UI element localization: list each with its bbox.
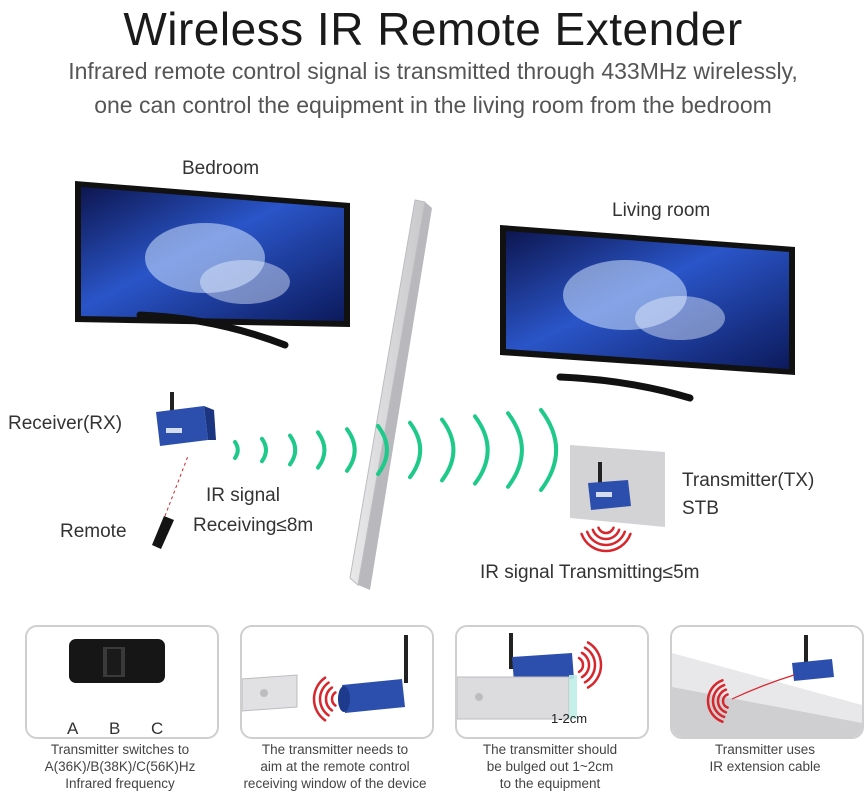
receiver-device [156, 392, 216, 446]
caption-line: Transmitter switches to [50, 742, 190, 757]
signal-arc [345, 427, 357, 473]
caption-line: The transmitter needs to [261, 742, 409, 757]
panel-bulge-distance: 1-2cm [455, 625, 649, 739]
ir-arc [577, 656, 585, 674]
caption-line: to the equipment [499, 776, 601, 791]
caption-aim-transmitter: The transmitter needs to aim at the remo… [229, 741, 441, 792]
ir-arc [324, 686, 334, 712]
ir-arc [586, 641, 603, 689]
bedroom-label: Bedroom [182, 158, 260, 179]
receiving-range-label: Receiving≤8m [193, 515, 314, 536]
caption-bulge-distance: The transmitter should be bulged out 1~2… [444, 741, 656, 792]
stb-label: STB [682, 498, 719, 519]
caption-line: aim at the remote control [260, 759, 410, 774]
signal-arc [506, 411, 524, 489]
living-room-label: Living room [612, 200, 711, 221]
caption-line: Transmitter uses [714, 742, 816, 757]
receiver-label: Receiver(RX) [8, 413, 123, 434]
ir-arc [580, 532, 632, 553]
wireless-signal-arcs [233, 408, 559, 492]
extension-cable-illustration [672, 635, 862, 737]
signal-arc [233, 440, 240, 460]
remote-label: Remote [60, 521, 127, 542]
ir-arc [583, 646, 597, 684]
aim-illustration [242, 635, 408, 722]
caption-frequency-switch: Transmitter switches to A(36K)/B(38K)/C(… [14, 741, 226, 792]
switch-label-c: C [151, 719, 164, 738]
frequency-switch-illustration [69, 639, 165, 683]
ir-arc [312, 676, 327, 722]
ir-arc [591, 528, 621, 541]
bedroom-tv [75, 181, 350, 349]
signal-arc [260, 436, 268, 464]
panel-extension-cable [670, 625, 864, 739]
transmitter-device [570, 445, 665, 527]
living-room-tv [500, 225, 795, 402]
signal-arc [408, 420, 423, 480]
ir-arc [330, 691, 337, 707]
ir-arc [721, 693, 729, 709]
caption-line: be bulged out 1~2cm [486, 759, 614, 774]
panel-frequency-switch: A B C [25, 625, 219, 739]
ir-arc [318, 681, 330, 717]
switch-label-a: A [67, 719, 79, 738]
signal-arc [316, 430, 327, 470]
switch-label-b: B [109, 719, 121, 738]
caption-line: receiving window of the device [243, 776, 427, 791]
remote-control [152, 455, 189, 549]
caption-line: IR extension cable [709, 759, 821, 774]
ir-arc [585, 530, 627, 547]
panel-aim-transmitter [240, 625, 434, 739]
ir-arc [711, 683, 726, 719]
distance-label: 1-2cm [551, 711, 588, 726]
ir-signal-label: IR signal [206, 485, 280, 506]
subtitle-line-2: one can control the equipment in the liv… [94, 92, 772, 118]
ir-emission-arcs [580, 526, 632, 553]
caption-line: A(36K)/B(38K)/C(56K)Hz [44, 759, 196, 774]
signal-arc [376, 424, 389, 476]
subtitle-line-1: Infrared remote control signal is transm… [68, 58, 798, 84]
transmitter-label: Transmitter(TX) [682, 470, 815, 491]
caption-line: Infrared frequency [65, 776, 175, 791]
ir-arc [597, 526, 615, 535]
bulge-illustration [457, 633, 603, 720]
caption-line: The transmitter should [482, 742, 618, 757]
signal-arc [539, 408, 559, 492]
ir-arc [580, 651, 591, 679]
ir-arc [716, 688, 728, 714]
transmitting-range-label: IR signal Transmitting≤5m [480, 562, 700, 583]
caption-extension-cable: Transmitter uses IR extension cable [659, 741, 866, 775]
wall [349, 199, 432, 590]
signal-arc [440, 417, 456, 483]
signal-arc [288, 433, 298, 467]
ir-arc [706, 679, 724, 723]
page-title: Wireless IR Remote Extender [123, 3, 743, 55]
signal-arc [473, 414, 490, 486]
scene-illustration [75, 181, 795, 590]
